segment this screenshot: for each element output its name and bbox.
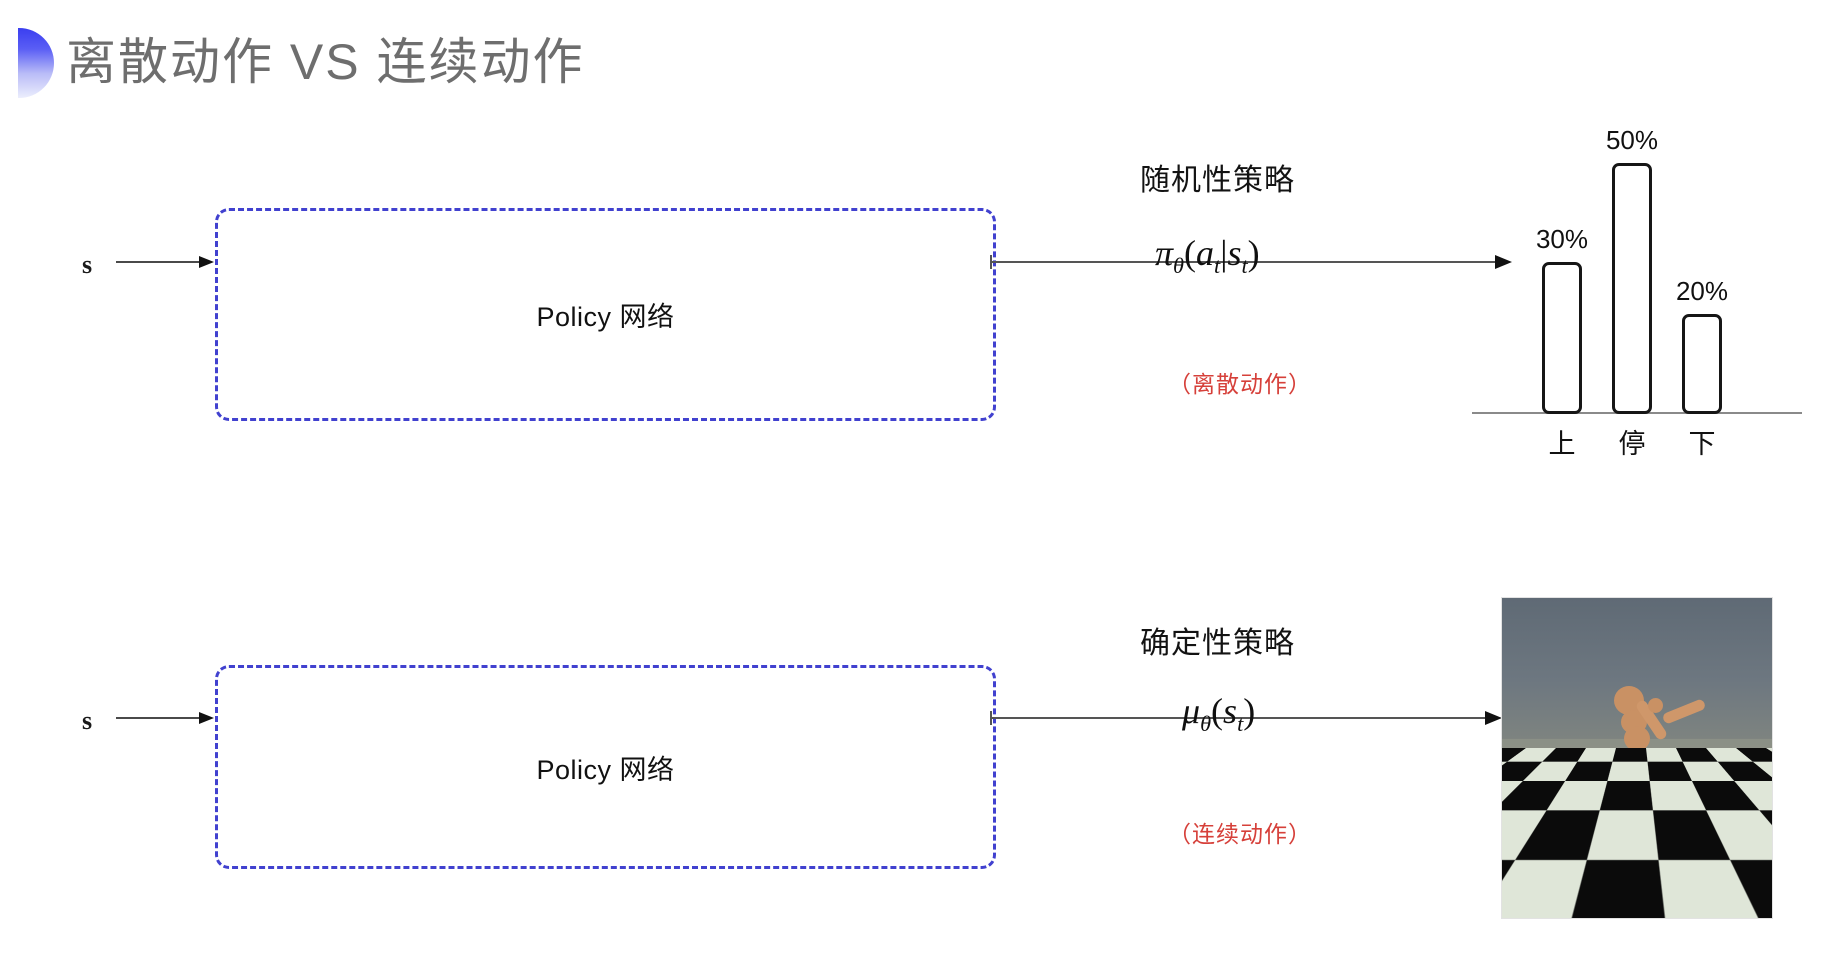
bar-category-0: 上 (1548, 429, 1576, 459)
action-probability-chart: 30% 上 50% 停 20% 下 (1472, 100, 1812, 459)
humanoid-abdomen (1628, 748, 1652, 771)
policy-kind-deterministic: 确定性策略 (1140, 627, 1295, 660)
humanoid-hand-left (1648, 698, 1663, 713)
policy-note-discrete: （离散动作） (1168, 371, 1312, 397)
policy-network-box-continuous[interactable]: Policy 网络 (215, 665, 996, 869)
formula-open-paren: ( (1211, 691, 1224, 731)
formula-arg1: s (1223, 691, 1238, 731)
formula-condition-bar: | (1220, 233, 1228, 273)
formula-fn: π (1155, 233, 1174, 273)
bar-value-0: 30% (1535, 224, 1589, 254)
humanoid-simulation-image (1502, 598, 1772, 918)
arrow-shaft (990, 717, 1486, 719)
page-title: 离散动作 VS 连续动作 (66, 34, 585, 90)
humanoid-shadow (1588, 854, 1684, 868)
formula-arg2: s (1227, 233, 1242, 273)
arrow-right-icon (1495, 255, 1512, 269)
table-row[interactable] (1612, 163, 1652, 414)
arrow-right-icon (199, 712, 214, 724)
bar-category-1: 停 (1618, 429, 1646, 459)
bar-value-1: 50% (1605, 125, 1659, 155)
arrow-right-icon (199, 256, 214, 268)
policy-formula-stochastic: πθ(at|st) (1155, 232, 1260, 279)
formula-param: θ (1173, 253, 1185, 279)
policy-network-label: Policy 网络 (536, 754, 675, 785)
policy-formula-deterministic: μθ(st) (1182, 690, 1255, 737)
input-state-label-discrete: s (82, 250, 93, 279)
policy-note-continuous: （连续动作） (1168, 821, 1312, 847)
policy-network-label: Policy 网络 (536, 302, 675, 332)
output-arrow-discrete (990, 255, 1512, 269)
output-arrow-continuous (990, 711, 1502, 725)
policy-network-box-discrete[interactable]: Policy 网络 (215, 208, 996, 421)
arrow-shaft (990, 261, 1496, 263)
formula-sub1: t (1237, 711, 1244, 737)
formula-close-paren: ) (1247, 233, 1260, 273)
bar-value-2: 20% (1675, 276, 1729, 306)
arrow-shaft (116, 261, 200, 263)
formula-close-paren: ) (1243, 691, 1256, 731)
policy-kind-stochastic: 随机性策略 (1140, 164, 1295, 197)
half-circle-gradient-icon (18, 28, 54, 98)
formula-fn: μ (1182, 691, 1201, 731)
humanoid-foot-back (1594, 830, 1614, 848)
formula-sub1: t (1214, 253, 1221, 279)
humanoid-chest-lower (1624, 726, 1650, 751)
input-arrow-continuous (116, 712, 214, 724)
table-row[interactable] (1542, 262, 1582, 414)
formula-arg1: a (1196, 233, 1215, 273)
input-state-label-continuous: s (82, 706, 93, 735)
input-arrow-discrete (116, 256, 214, 268)
arrow-right-icon (1485, 711, 1502, 725)
formula-sub2: t (1241, 253, 1248, 279)
arrow-shaft (116, 717, 200, 719)
bar-category-2: 下 (1688, 429, 1716, 459)
formula-open-paren: ( (1184, 233, 1197, 273)
table-row[interactable] (1682, 314, 1722, 414)
formula-param: θ (1200, 711, 1212, 737)
